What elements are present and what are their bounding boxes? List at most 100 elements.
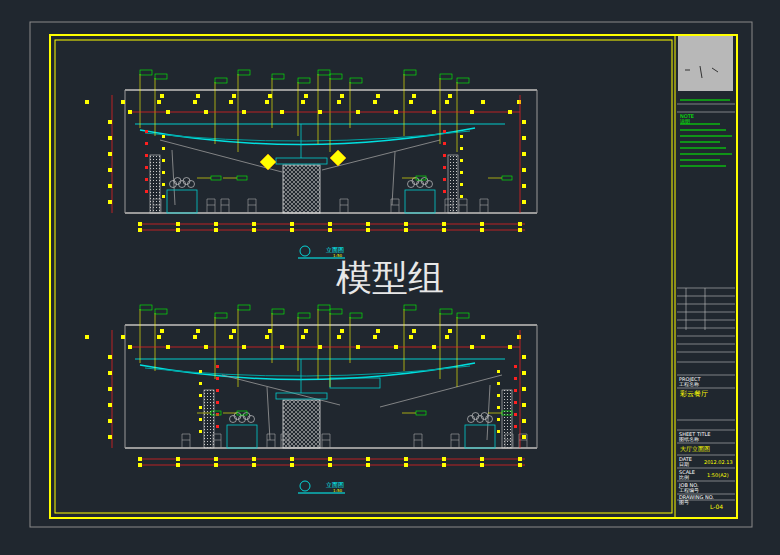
drawing-line (366, 463, 370, 467)
drawing-line (272, 313, 273, 363)
drawing-line (108, 371, 112, 375)
drawing-line (514, 401, 517, 404)
drawing-line (108, 355, 112, 359)
drawing-line (213, 434, 221, 448)
drawing-line (404, 457, 408, 461)
drawing-line (480, 222, 484, 226)
drawing-line (260, 154, 276, 170)
drawing-line (522, 120, 526, 124)
drawing-line (166, 345, 170, 349)
drawing-line (443, 190, 446, 193)
drawing-line (448, 94, 452, 98)
drawing-line (522, 184, 526, 188)
label-text: 图纸名称 (679, 437, 699, 443)
drawing-line (125, 89, 537, 91)
drawing-line (290, 222, 294, 226)
drawing-line (330, 74, 342, 79)
drawing-line (128, 110, 132, 114)
drawing-line (140, 465, 525, 466)
drawing-line (350, 317, 351, 363)
drawing-line (162, 159, 165, 162)
drawing-line (140, 309, 141, 363)
label-text: 图号 (679, 500, 689, 506)
drawing-line (182, 434, 190, 448)
drawing-line (426, 181, 433, 188)
drawing-line (135, 124, 505, 125)
drawing-line (409, 100, 413, 104)
drawing-line (176, 228, 180, 232)
label-text: 日期 (679, 462, 689, 468)
drawing-line (138, 222, 142, 226)
drawing-line (130, 347, 520, 348)
drawing-line (470, 345, 474, 349)
drawing-line (283, 400, 320, 448)
drawing-line (223, 413, 237, 414)
drawing-line (290, 457, 294, 461)
drawing-line (502, 411, 512, 415)
drawing-line (272, 78, 273, 128)
drawing-line (460, 171, 463, 174)
drawing-line (404, 309, 405, 371)
label-text: L-04 (710, 504, 723, 511)
drawing-line (366, 228, 370, 232)
drawing-line (537, 90, 538, 213)
drawing-line (108, 435, 112, 439)
drawing-line (301, 124, 302, 158)
drawing-line (121, 335, 125, 339)
drawing-line (677, 112, 735, 113)
drawing-line (445, 199, 453, 213)
drawing-line (268, 329, 272, 333)
drawing-line (680, 100, 730, 101)
drawing-line (85, 335, 89, 339)
drawing-line (522, 371, 526, 375)
label-text: 工程名称 (679, 382, 699, 388)
drawing-line (677, 388, 735, 389)
drawing-line (376, 329, 380, 333)
drawing-line (300, 246, 310, 256)
drawing-line (443, 142, 446, 145)
drawing-line (350, 78, 362, 83)
drawing-line (328, 457, 332, 461)
drawing-line (508, 345, 512, 349)
drawing-line (153, 199, 161, 213)
drawing-line (211, 411, 221, 415)
drawing-line (276, 393, 327, 399)
drawing-line (432, 345, 436, 349)
drawing-line (412, 329, 416, 333)
drawing-line (459, 199, 467, 213)
drawing-line (480, 463, 484, 467)
drawing-line (518, 463, 522, 467)
drawing-line (242, 345, 246, 349)
drawing-line (460, 183, 463, 186)
drawing-line (300, 481, 310, 491)
drawing-line (227, 425, 257, 448)
label-text: 立面图 (326, 247, 344, 254)
drawing-line (432, 110, 436, 114)
drawing-line (318, 309, 319, 379)
drawing-line (488, 178, 502, 179)
drawing-line (140, 70, 152, 75)
drawing-line (214, 457, 218, 461)
drawing-line (350, 82, 351, 128)
drawing-line (677, 352, 735, 353)
drawing-line (480, 228, 484, 232)
drawing-line (280, 345, 284, 349)
drawing-line (677, 430, 735, 431)
label-text: 工程编号 (679, 488, 699, 494)
drawing-line (404, 463, 408, 467)
drawing-line (166, 110, 170, 114)
drawing-line (248, 416, 255, 423)
drawing-line (167, 190, 197, 213)
drawing-line (138, 228, 142, 232)
drawing-line (330, 378, 380, 388)
drawing-line (350, 313, 362, 318)
drawing-line (522, 168, 526, 172)
drawing-line (318, 345, 322, 349)
drawing-line (199, 406, 202, 409)
drawing-line (252, 463, 256, 467)
drawing-line (140, 230, 525, 231)
drawing-line (514, 377, 517, 380)
drawing-line (216, 377, 219, 380)
drawing-line (304, 329, 308, 333)
drawing-line (481, 100, 485, 104)
